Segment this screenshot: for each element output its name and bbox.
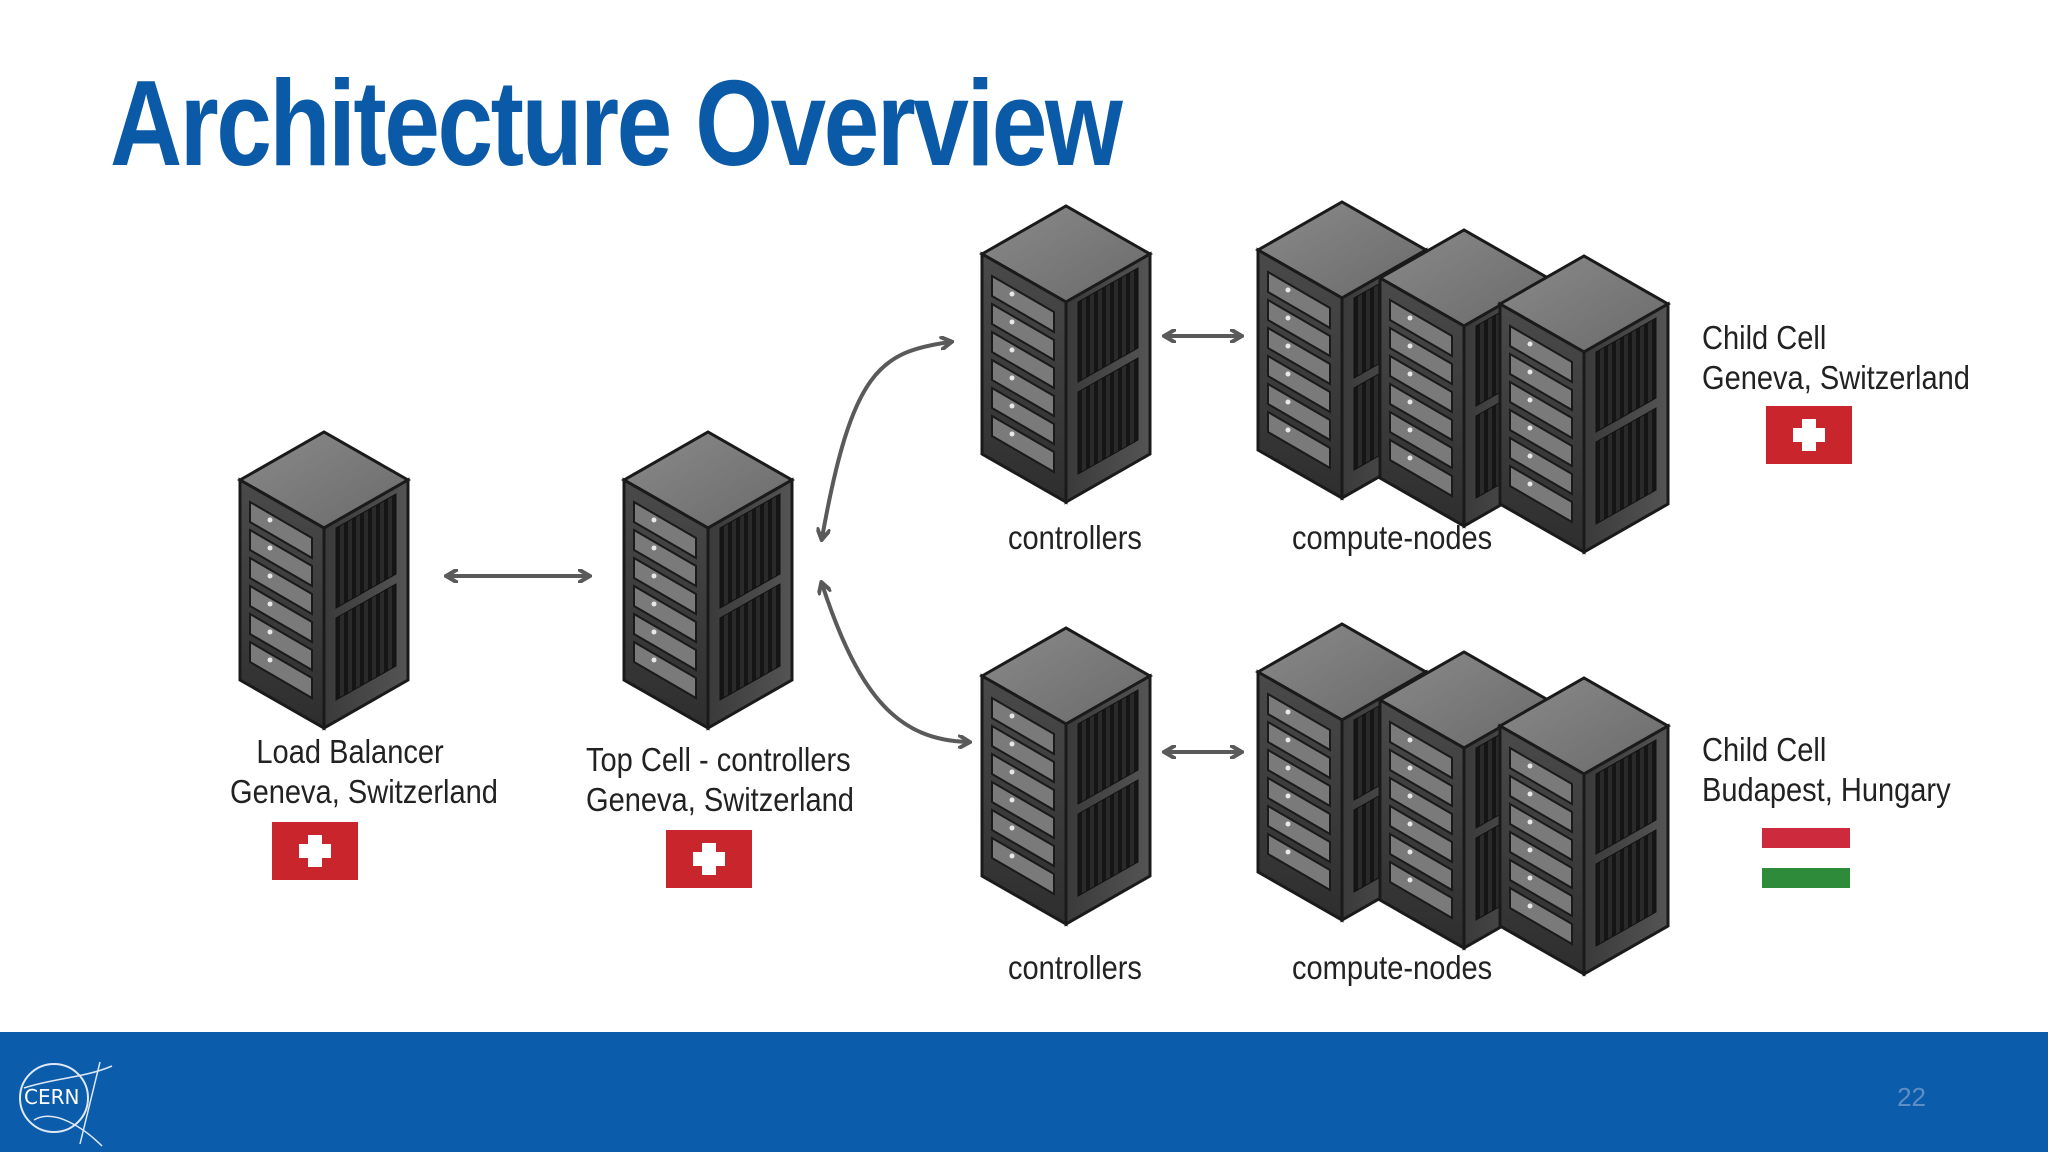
geneva-controllers-server-icon <box>980 204 1152 504</box>
hungary-flag-icon <box>1762 828 1850 888</box>
geneva-child-cell-label: Child Cell Geneva, Switzerland <box>1702 318 1970 398</box>
geneva-controllers-label: controllers <box>1008 519 1142 556</box>
architecture-diagram <box>238 200 1852 976</box>
swiss-flag-icon <box>272 822 358 880</box>
budapest-compute-nodes-label: compute-nodes <box>1292 949 1493 986</box>
load-balancer-title: Load Balancer <box>256 733 444 770</box>
top-cell-server-icon <box>622 430 794 730</box>
page-number: 22 <box>1897 1082 1926 1112</box>
geneva-child-cell-title: Child Cell <box>1702 319 1827 356</box>
geneva-compute-nodes-label: compute-nodes <box>1292 519 1493 556</box>
budapest-controllers-label: controllers <box>1008 949 1142 986</box>
geneva-compute-nodes-icon <box>1256 200 1670 554</box>
budapest-child-cell-title: Child Cell <box>1702 731 1827 768</box>
top-cell-title: Top Cell - controllers <box>586 741 851 778</box>
geneva-child-cell-location: Geneva, Switzerland <box>1702 359 1970 396</box>
slide-title: Architecture Overview <box>110 55 1123 191</box>
budapest-controllers-server-icon <box>980 626 1152 926</box>
topcell-budapest-arrow <box>822 584 968 742</box>
cern-logo-text: CERN <box>24 1085 79 1109</box>
load-balancer-label: Load Balancer Geneva, Switzerland <box>230 732 498 812</box>
budapest-child-cell-location: Budapest, Hungary <box>1702 771 1951 808</box>
swiss-flag-icon <box>666 830 752 888</box>
load-balancer-location: Geneva, Switzerland <box>230 773 498 810</box>
top-cell-location: Geneva, Switzerland <box>586 781 854 818</box>
top-cell-label: Top Cell - controllers Geneva, Switzerla… <box>586 740 854 820</box>
budapest-child-cell-label: Child Cell Budapest, Hungary <box>1702 730 1951 810</box>
swiss-flag-icon <box>1766 406 1852 464</box>
footer-bar: CERN 22 <box>0 1032 2048 1152</box>
topcell-geneva-arrow <box>822 342 950 538</box>
cern-logo-icon: CERN <box>19 1061 113 1147</box>
load-balancer-server-icon <box>238 430 410 730</box>
budapest-compute-nodes-icon <box>1256 622 1670 976</box>
